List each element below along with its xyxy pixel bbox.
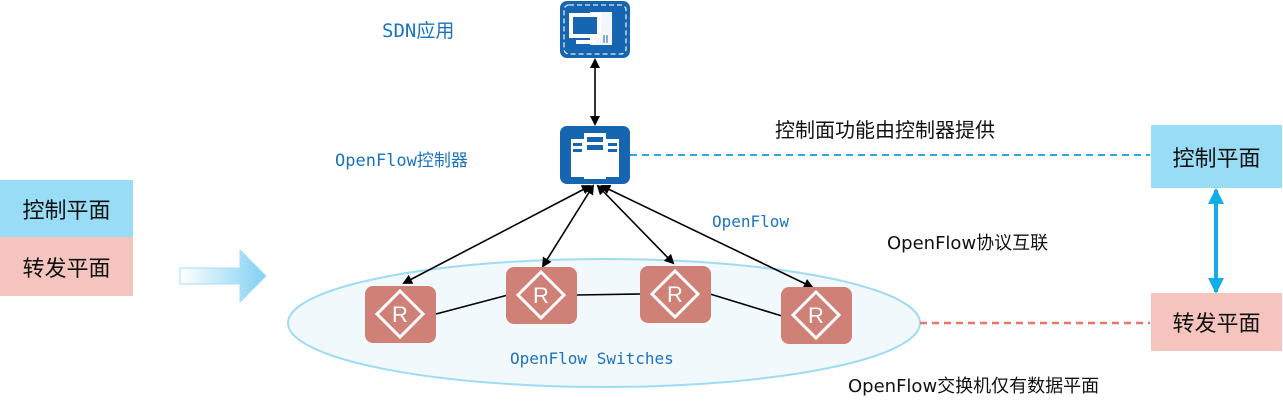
left-control-plane-box: 控制平面 [0,180,133,237]
switch-2[interactable]: R [506,267,577,324]
server-icon [571,133,619,179]
router-icon [790,289,842,341]
router-icon [649,268,701,320]
controller-label: OpenFlow控制器 [335,151,468,171]
router-glyph: R [533,283,549,308]
openflow-link-3 [596,184,675,265]
controller-node[interactable] [560,126,630,184]
left-forward-plane-box: 转发平面 [0,237,133,296]
sdn-app-node[interactable] [560,1,630,58]
right-forward-plane-label: 转发平面 [1172,312,1261,337]
transition-arrow [179,248,267,304]
switches-label: OpenFlow Switches [510,349,674,368]
router-icon [374,288,426,340]
right-control-plane-box: 控制平面 [1151,125,1282,188]
switch-3[interactable]: R [640,266,711,323]
router-icon [515,269,567,321]
router-glyph: R [667,282,683,307]
openflow-link-label: OpenFlow [712,212,790,231]
switch-desc-annotation: OpenFlow交换机仅有数据平面 [848,376,1100,397]
switch-link-2-3 [575,293,642,296]
switch-link-3-4 [709,293,783,317]
left-control-plane-label: 控制平面 [22,198,111,224]
protocol-desc-annotation: OpenFlow协议互联 [887,233,1049,254]
openflow-link-2 [541,184,595,268]
switch-link-1-2 [435,294,509,315]
switch-4[interactable]: R [781,287,852,344]
sdn-app-label: SDN应用 [382,20,455,42]
left-forward-plane-label: 转发平面 [22,256,111,282]
right-control-plane-label: 控制平面 [1172,146,1261,172]
router-glyph: R [808,303,824,328]
computer-icon [569,12,612,45]
switch-1[interactable]: R [365,286,436,343]
right-forward-plane-box: 转发平面 [1151,293,1282,351]
router-glyph: R [392,302,408,327]
control-desc-annotation: 控制面功能由控制器提供 [775,118,995,142]
openflow-link-4 [600,184,814,289]
